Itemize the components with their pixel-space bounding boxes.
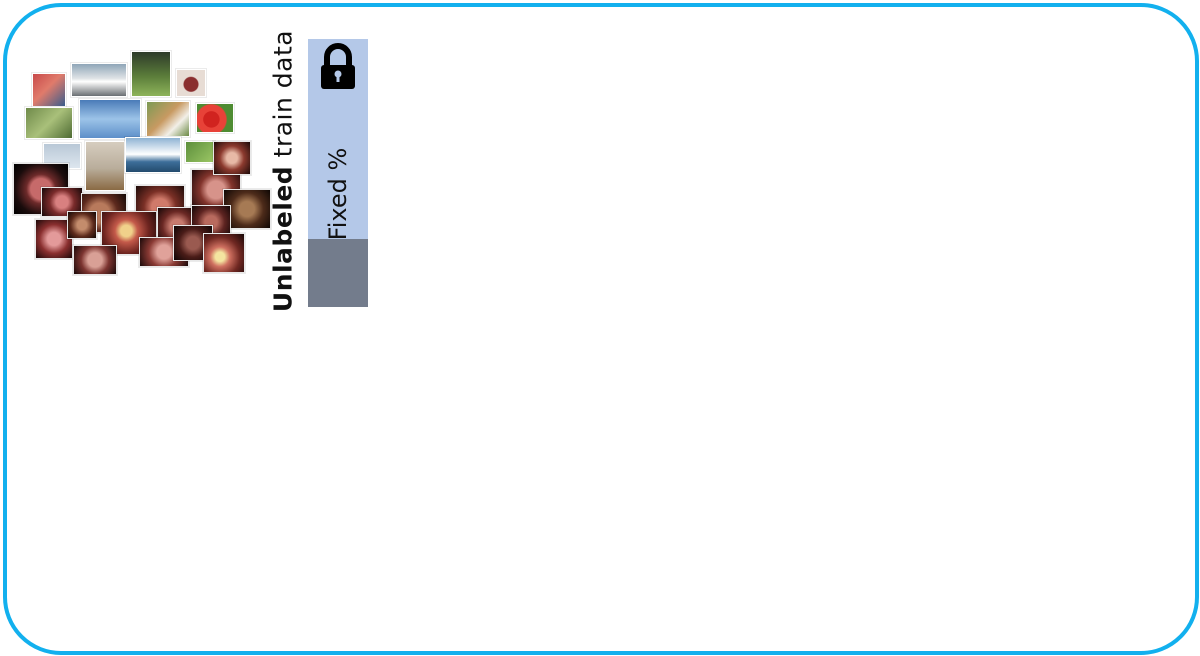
thumb-boat xyxy=(125,137,181,173)
remaining-portion xyxy=(308,239,368,307)
diagram-frame: Unlabeled train data Fixed % xyxy=(3,3,1199,655)
thumb-bird xyxy=(25,107,73,139)
fixed-portion: Fixed % xyxy=(308,39,368,241)
thumb-car xyxy=(71,63,127,97)
thumb-chair xyxy=(85,141,125,191)
thumb-surgical xyxy=(203,233,245,273)
thumb-person xyxy=(131,51,171,97)
thumb-surgical xyxy=(223,189,271,229)
thumb-bowl xyxy=(176,69,206,97)
thumb-surgical xyxy=(213,141,251,175)
thumb-surgical xyxy=(35,219,73,259)
thumb-dog xyxy=(146,101,190,137)
thumb-airplane xyxy=(79,99,141,139)
label-bold-word: Unlabeled xyxy=(268,165,298,313)
data-split-bar: Fixed % xyxy=(308,39,368,307)
label-rest: train data xyxy=(268,29,298,166)
thumb-leaves xyxy=(185,141,215,163)
fixed-percent-label: Fixed % xyxy=(324,147,352,241)
thumb-boy xyxy=(32,73,66,107)
thumb-strawberries xyxy=(196,103,234,133)
lock-icon xyxy=(321,43,355,89)
thumb-surgical xyxy=(73,245,117,275)
thumb-surgical xyxy=(67,211,97,239)
unlabeled-train-data-label: Unlabeled train data xyxy=(265,30,301,312)
